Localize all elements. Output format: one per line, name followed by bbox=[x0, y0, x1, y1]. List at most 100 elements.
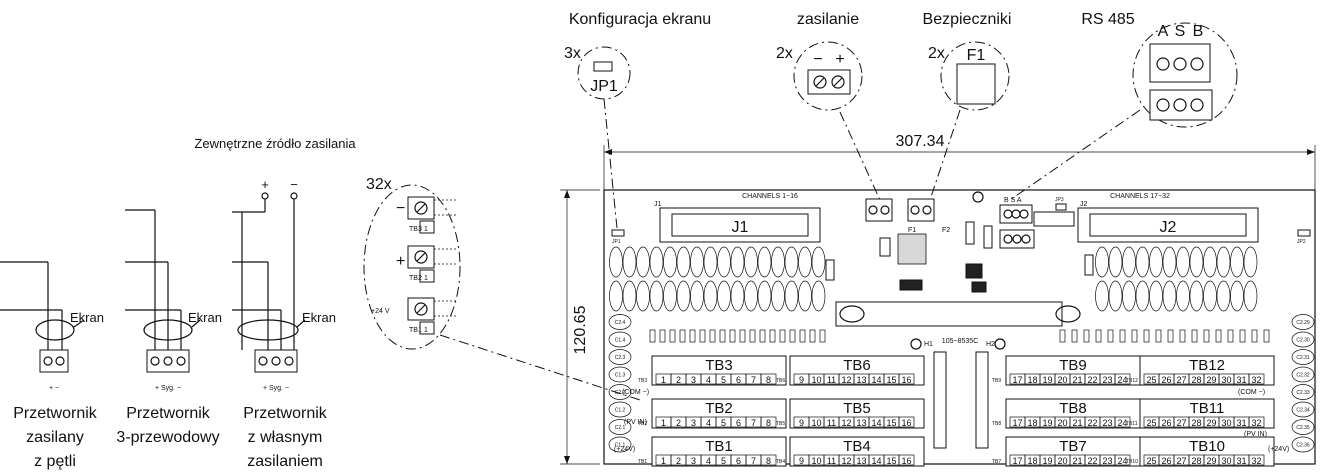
terminal-number: 5 bbox=[721, 375, 726, 385]
capacitor-oval bbox=[798, 280, 812, 312]
terminal-number: 27 bbox=[1176, 456, 1186, 466]
j2-small-label: J2 bbox=[1080, 201, 1088, 208]
terminal-number: 9 bbox=[799, 418, 804, 428]
terminal-number: 21 bbox=[1072, 418, 1082, 428]
capacitor-oval bbox=[757, 280, 772, 312]
terminal-number: 28 bbox=[1191, 375, 1201, 385]
pvin-right: (PV IN) bbox=[1244, 431, 1267, 438]
capacitor-oval bbox=[771, 280, 785, 312]
side-capacitor-label: C2.3 bbox=[615, 355, 626, 361]
terminal-number: 12 bbox=[841, 456, 851, 466]
side-capacitor-label: C1.1 bbox=[615, 443, 626, 449]
resistor bbox=[1143, 329, 1150, 343]
capacitor-oval bbox=[771, 246, 785, 278]
terminal-cell bbox=[1248, 373, 1265, 385]
resistor bbox=[1059, 329, 1066, 343]
h2-label: H2 bbox=[986, 341, 995, 348]
terminal-number: 31 bbox=[1236, 375, 1246, 385]
terminal-number: 13 bbox=[856, 456, 866, 466]
side-capacitor bbox=[608, 384, 632, 400]
capacitor-oval bbox=[798, 246, 812, 278]
side-capacitor bbox=[1291, 314, 1315, 330]
transmitter-3-wire bbox=[125, 209, 201, 373]
terminal-number: 22 bbox=[1087, 456, 1097, 466]
resistor bbox=[819, 329, 826, 343]
resistor bbox=[759, 329, 766, 343]
terminal-number: 28 bbox=[1191, 418, 1201, 428]
leader-tb bbox=[439, 334, 641, 401]
terminal-number: 26 bbox=[1161, 456, 1171, 466]
terminal-cell bbox=[898, 373, 915, 385]
side-capacitor bbox=[1291, 349, 1315, 365]
capacitor-oval bbox=[1176, 246, 1190, 278]
terminal-block-small-label: TB12 bbox=[1126, 378, 1138, 384]
tb-detail-24v: +24 V bbox=[371, 308, 390, 315]
terminal-number: 1 bbox=[661, 418, 666, 428]
terminal-number: 21 bbox=[1072, 375, 1082, 385]
terminals-label-3: + Syg. − bbox=[263, 385, 289, 392]
resistor bbox=[809, 329, 816, 343]
resistor bbox=[1131, 329, 1138, 343]
fuse-block bbox=[897, 233, 927, 265]
capacitor-oval bbox=[811, 246, 826, 278]
resistor bbox=[769, 329, 776, 343]
resistor bbox=[1179, 329, 1186, 343]
terminal-number: 4 bbox=[706, 375, 711, 385]
jp2-small: JP2 bbox=[1297, 239, 1306, 245]
terminal-number: 27 bbox=[1176, 418, 1186, 428]
power-detail-circle bbox=[793, 41, 863, 111]
shield-label-2: Ekran bbox=[188, 310, 222, 325]
terminal-number: 20 bbox=[1057, 456, 1067, 466]
rs-terminal-bottom bbox=[1149, 89, 1213, 121]
jp-jumper bbox=[593, 61, 613, 72]
terminal-number: 31 bbox=[1236, 456, 1246, 466]
terminal-number: 8 bbox=[766, 418, 771, 428]
capacitor-oval bbox=[1189, 246, 1204, 278]
terminal-number: 10 bbox=[811, 375, 821, 385]
resistor bbox=[689, 329, 696, 343]
capacitor-oval bbox=[730, 246, 745, 278]
terminal-number: 12 bbox=[841, 418, 851, 428]
terminal-number: 31 bbox=[1236, 418, 1246, 428]
resistor bbox=[1239, 329, 1246, 343]
terminal-number: 29 bbox=[1206, 418, 1216, 428]
terminal-number: 19 bbox=[1042, 456, 1052, 466]
side-capacitor bbox=[608, 349, 632, 365]
terminal-block-title: TB2 bbox=[705, 400, 733, 417]
capacitor-oval bbox=[676, 246, 691, 278]
fuse-body bbox=[956, 63, 996, 105]
tb-detail-tb3: TB3 bbox=[409, 226, 422, 233]
capacitor-oval bbox=[649, 246, 664, 278]
capacitor-oval bbox=[622, 246, 637, 278]
ext-minus: − bbox=[290, 177, 298, 192]
side-capacitor bbox=[1291, 366, 1315, 383]
terminal-block-title: TB6 bbox=[843, 357, 871, 374]
tb-detail-ellipse bbox=[363, 184, 461, 350]
tb-detail-one-1: 1 bbox=[424, 226, 428, 233]
terminal-number: 9 bbox=[799, 456, 804, 466]
capacitor-oval bbox=[744, 246, 758, 278]
terminal-number: 18 bbox=[1027, 375, 1037, 385]
resistor bbox=[1203, 329, 1210, 343]
terminal-block-small-label: TB4 bbox=[776, 459, 785, 465]
rs-small-label: B S A bbox=[1004, 197, 1022, 204]
terminal-block-title: TB10 bbox=[1189, 438, 1225, 455]
terminal-block-small-label: TB11 bbox=[1126, 421, 1138, 427]
terminal-number: 3 bbox=[691, 418, 696, 428]
terminal-number: 26 bbox=[1161, 418, 1171, 428]
rs485-detail-circle bbox=[1132, 22, 1238, 128]
terminal-number: 30 bbox=[1221, 456, 1231, 466]
capacitor-oval bbox=[703, 280, 718, 312]
resistor bbox=[779, 329, 786, 343]
capacitor-oval bbox=[1108, 246, 1123, 278]
side-capacitor bbox=[1291, 401, 1315, 418]
resistor bbox=[1155, 329, 1162, 343]
capacitor-oval bbox=[1230, 246, 1244, 278]
width-dimension: 307.34 bbox=[896, 133, 945, 150]
terminal-block-title: TB3 bbox=[705, 357, 733, 374]
